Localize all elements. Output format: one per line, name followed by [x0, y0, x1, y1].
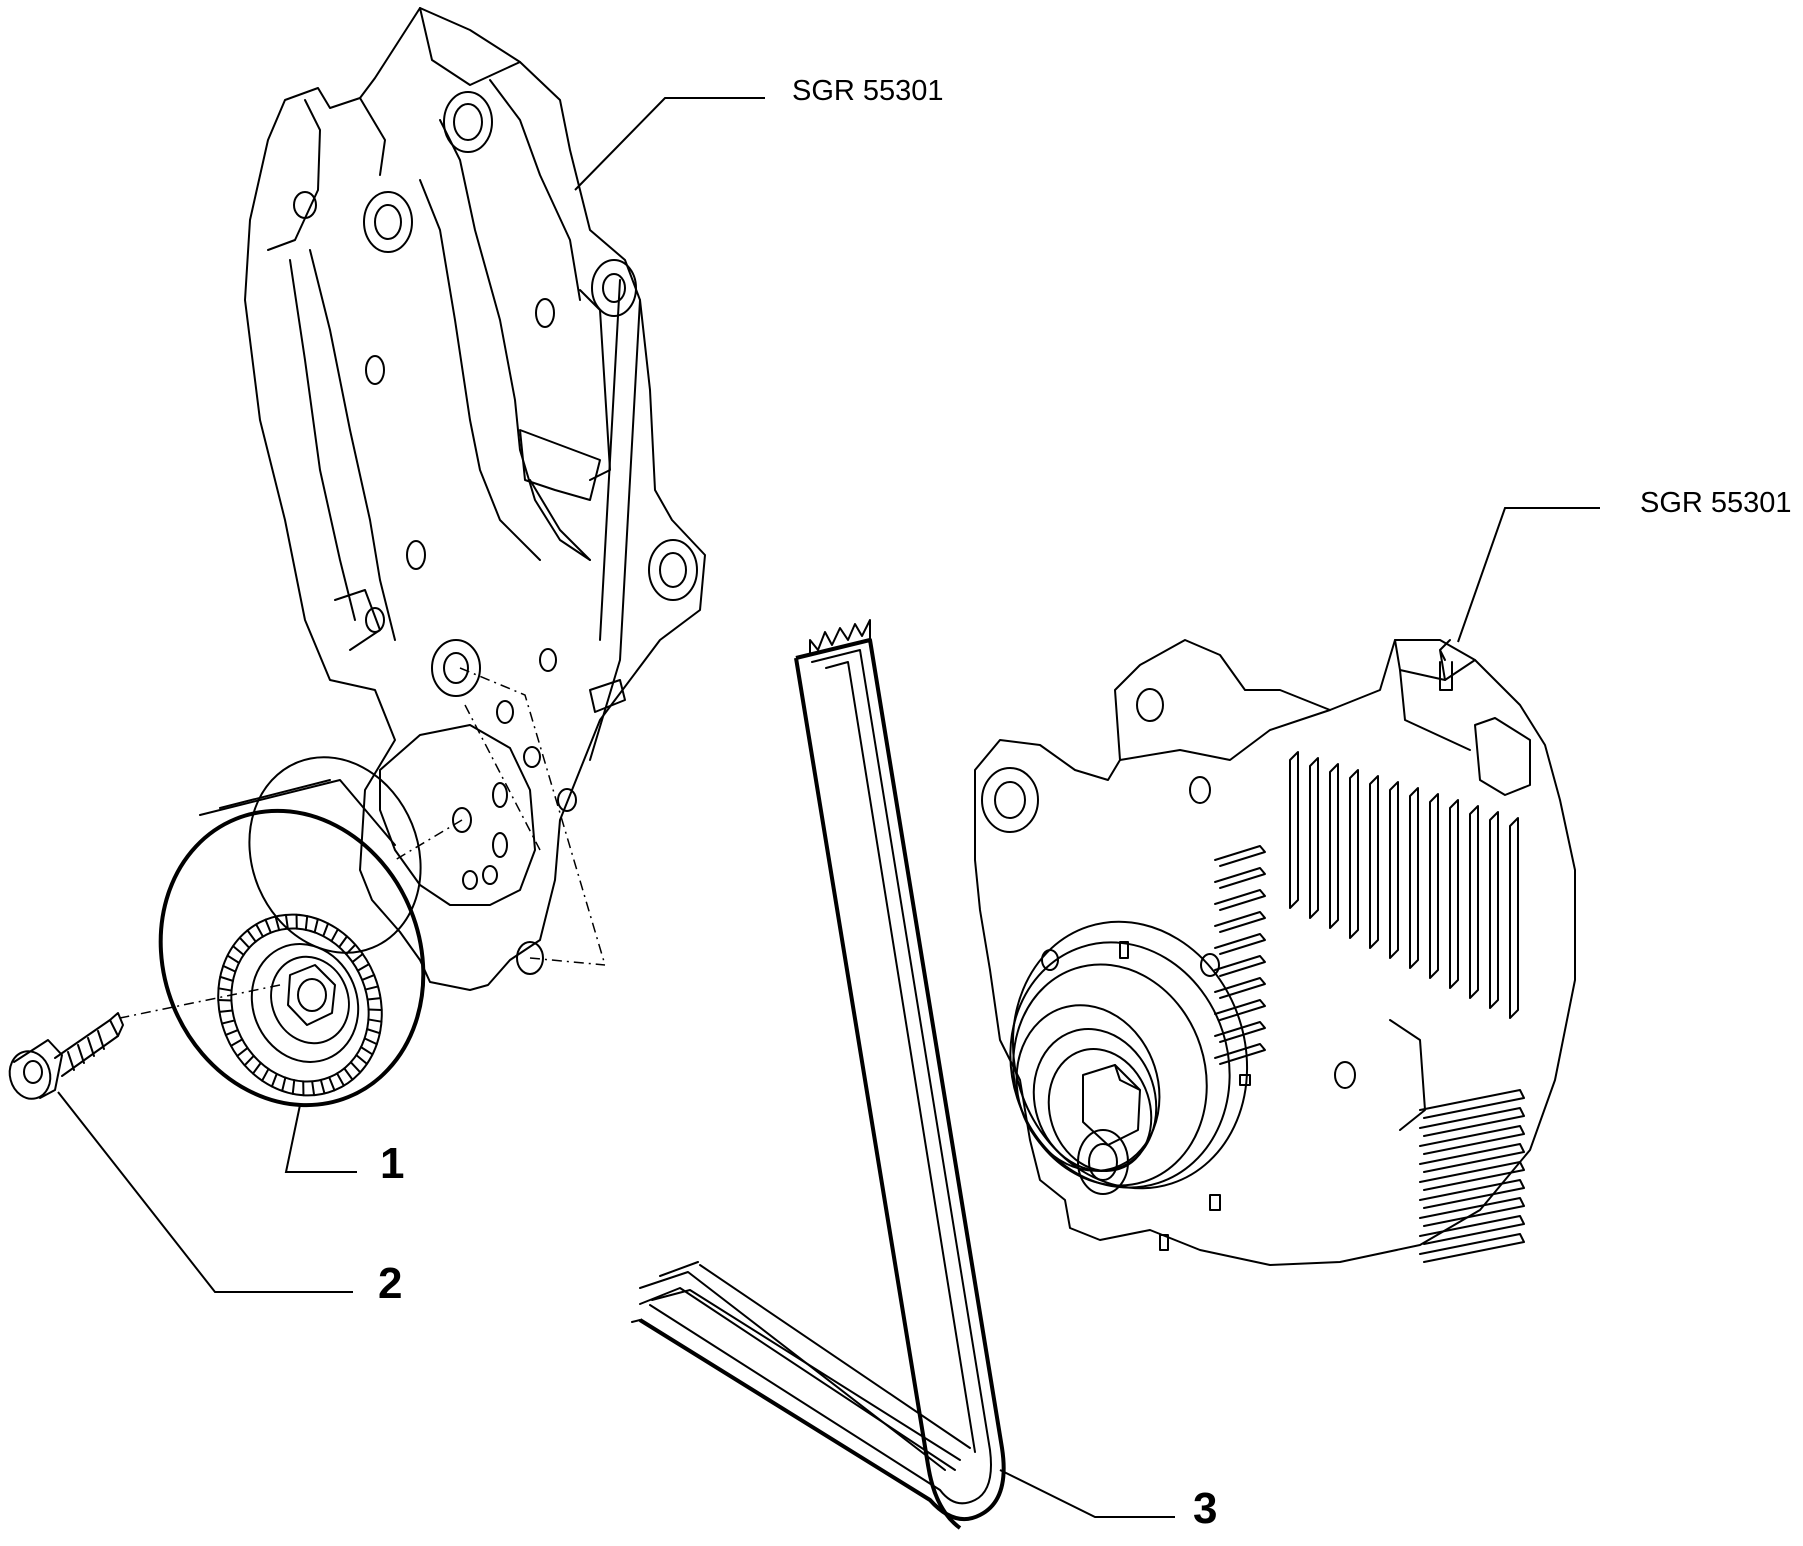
leader-item-2	[58, 1092, 353, 1292]
bracket-reference-label: SGR 55301	[792, 75, 944, 107]
item-1-label: 1	[380, 1139, 404, 1188]
alternator-cooling-fins	[1215, 752, 1524, 1262]
hex-bolt	[4, 1013, 123, 1103]
tensioner-pulley	[117, 731, 467, 1145]
item-3-label: 3	[1193, 1484, 1217, 1533]
item-2-label: 2	[378, 1259, 402, 1308]
leader-lines	[58, 98, 1600, 1517]
mounting-bracket	[245, 8, 705, 990]
alternator-reference-label: SGR 55301	[1640, 487, 1792, 519]
leader-item-1	[286, 1105, 357, 1172]
leader-bracket	[575, 98, 765, 190]
leader-item-3	[1000, 1470, 1175, 1517]
leader-alternator	[1458, 508, 1600, 642]
poly-v-belt	[632, 620, 1004, 1528]
alternator	[975, 640, 1575, 1265]
